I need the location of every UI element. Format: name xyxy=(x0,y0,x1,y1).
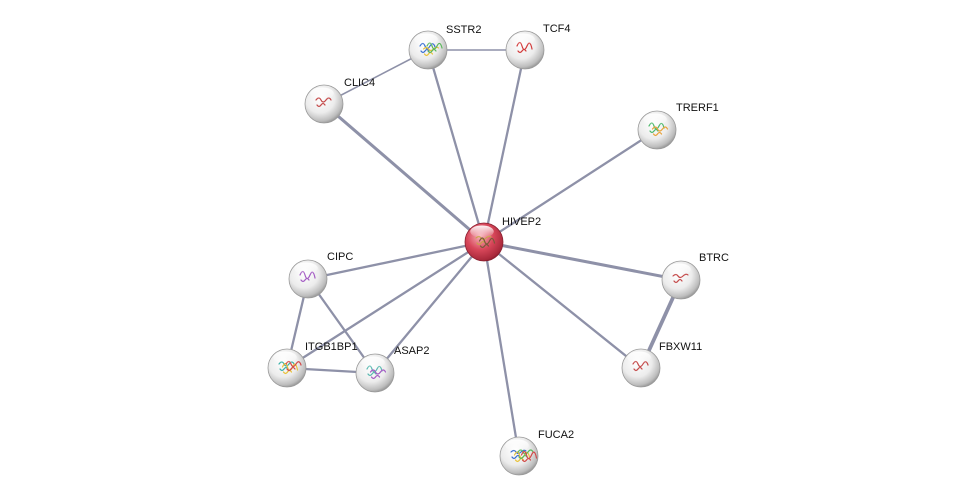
node-asap2[interactable]: ASAP2 xyxy=(355,345,429,393)
node-label-itgb1bp1: ITGB1BP1 xyxy=(305,341,358,353)
node-btrc[interactable]: BTRC xyxy=(661,252,729,300)
edge-hivep2-sstr2[interactable] xyxy=(426,48,486,244)
edge-hivep2-fbxw11[interactable] xyxy=(482,240,643,370)
node-label-trerf1: TRERF1 xyxy=(676,102,719,114)
node-label-cipc: CIPC xyxy=(327,251,353,263)
node-highlight xyxy=(627,351,651,364)
edge-hivep2-btrc[interactable] xyxy=(482,240,683,282)
node-hivep2[interactable]: HIVEP2 xyxy=(464,216,541,262)
node-highlight xyxy=(505,439,529,452)
node-clic4[interactable]: CLIC4 xyxy=(304,77,375,124)
node-itgb1bp1[interactable]: ITGB1BP1 xyxy=(267,341,358,388)
node-sstr2[interactable]: SSTR2 xyxy=(408,24,481,70)
node-highlight xyxy=(310,87,334,100)
edge-hivep2-fuca2[interactable] xyxy=(482,240,521,458)
node-highlight xyxy=(414,33,438,46)
node-label-fbxw11: FBXW11 xyxy=(659,341,702,353)
node-label-btrc: BTRC xyxy=(699,252,729,264)
node-highlight xyxy=(643,113,667,126)
node-label-tcf4: TCF4 xyxy=(543,23,571,35)
node-tcf4[interactable]: TCF4 xyxy=(505,23,571,70)
node-highlight xyxy=(273,351,297,364)
node-cipc[interactable]: CIPC xyxy=(288,251,353,299)
node-fuca2[interactable]: FUCA2 xyxy=(499,429,574,476)
node-fbxw11[interactable]: FBXW11 xyxy=(621,341,702,388)
node-label-clic4: CLIC4 xyxy=(344,77,375,89)
node-label-fuca2: FUCA2 xyxy=(538,429,574,441)
edge-sstr2-clic4[interactable] xyxy=(323,49,429,105)
edge-hivep2-clic4[interactable] xyxy=(322,102,486,244)
node-highlight xyxy=(470,225,494,238)
node-highlight xyxy=(667,263,691,276)
node-trerf1[interactable]: TRERF1 xyxy=(637,102,719,150)
node-label-sstr2: SSTR2 xyxy=(446,24,481,36)
node-label-hivep2: HIVEP2 xyxy=(502,216,541,228)
edge-hivep2-trerf1[interactable] xyxy=(482,128,659,244)
edge-hivep2-tcf4[interactable] xyxy=(482,48,527,244)
node-highlight xyxy=(294,262,318,275)
node-highlight xyxy=(361,356,385,369)
edge-hivep2-cipc[interactable] xyxy=(306,240,486,281)
node-highlight xyxy=(511,33,535,46)
node-label-asap2: ASAP2 xyxy=(394,345,429,357)
edge-hivep2-asap2[interactable] xyxy=(373,240,486,375)
edge-hivep2-itgb1bp1[interactable] xyxy=(285,240,486,370)
